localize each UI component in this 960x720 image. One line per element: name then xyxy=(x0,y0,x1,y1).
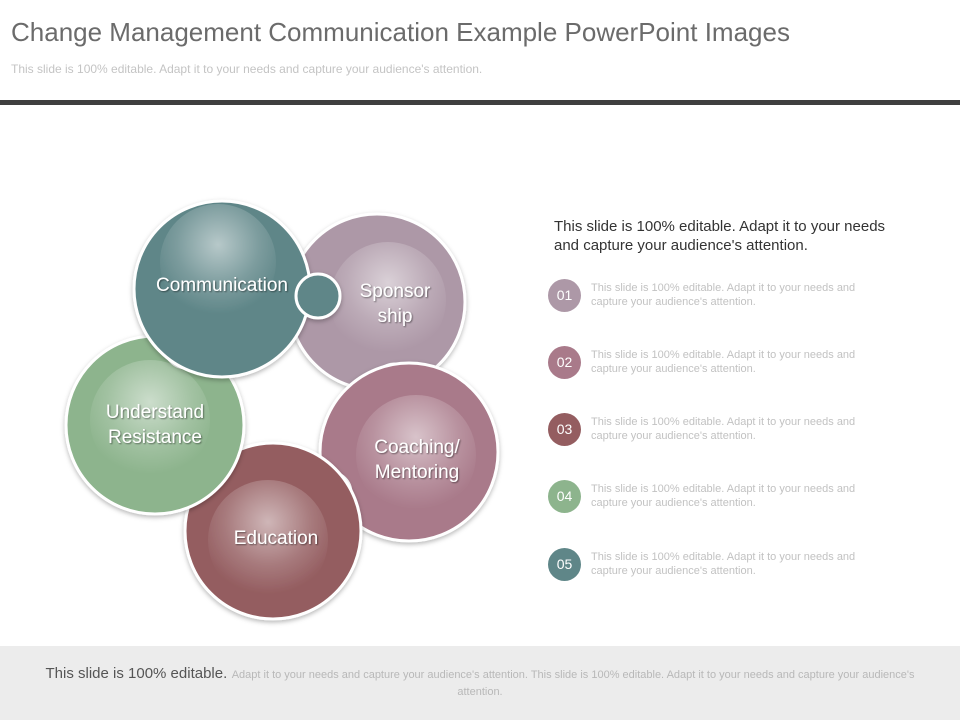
page-title: Change Management Communication Example … xyxy=(11,17,790,47)
footer-lead: This slide is 100% editable. xyxy=(45,665,228,682)
understand-label-line1: Understand xyxy=(106,402,204,423)
coaching-label-line1: Coaching/ xyxy=(374,437,460,458)
list-item-02: 02 This slide is 100% editable. Adapt it… xyxy=(548,346,928,380)
piece-education-shine xyxy=(208,480,328,600)
list-item-text-04: This slide is 100% editable. Adapt it to… xyxy=(591,483,856,509)
list-item-text-02: This slide is 100% editable. Adapt it to… xyxy=(591,349,856,375)
understand-label-line2: Resistance xyxy=(108,427,202,448)
list-item-01: 01 This slide is 100% editable. Adapt it… xyxy=(548,279,928,313)
list-item-text-01: This slide is 100% editable. Adapt it to… xyxy=(591,282,856,308)
number-badge-05: 05 xyxy=(548,548,581,581)
title-divider xyxy=(0,100,960,105)
list-item-text-03: This slide is 100% editable. Adapt it to… xyxy=(591,416,856,442)
list-item-text-05: This slide is 100% editable. Adapt it to… xyxy=(591,551,856,577)
list-item-03: 03 This slide is 100% editable. Adapt it… xyxy=(548,413,928,447)
number-badge-04: 04 xyxy=(548,480,581,513)
number-badge-02: 02 xyxy=(548,346,581,379)
piece-understand-shine xyxy=(90,360,210,480)
list-item-04: 04 This slide is 100% editable. Adapt it… xyxy=(548,480,928,514)
sponsorship-label-line2: ship xyxy=(378,306,413,327)
sponsorship-label-line1: Sponsor xyxy=(360,281,431,302)
education-label: Education xyxy=(234,528,319,549)
number-badge-03: 03 xyxy=(548,413,581,446)
piece-communication xyxy=(132,199,342,379)
intro-text: This slide is 100% editable. Adapt it to… xyxy=(554,218,886,254)
piece-sponsorship-shine xyxy=(330,242,446,358)
piece-coaching-shine xyxy=(356,395,476,515)
page-subtitle: This slide is 100% editable. Adapt it to… xyxy=(11,62,483,76)
footer-text: This slide is 100% editable. Adapt it to… xyxy=(30,666,930,700)
communication-label: Communication xyxy=(156,275,288,296)
number-badge-01: 01 xyxy=(548,279,581,312)
coaching-label-line2: Mentoring xyxy=(375,462,460,483)
piece-sponsorship xyxy=(287,212,467,410)
footer-body: Adapt it to your needs and capture your … xyxy=(231,669,915,698)
footer: This slide is 100% editable. Adapt it to… xyxy=(0,646,960,720)
list-item-05: 05 This slide is 100% editable. Adapt it… xyxy=(548,548,928,582)
piece-communication-shine xyxy=(160,204,276,320)
piece-communication-knob xyxy=(294,272,342,320)
